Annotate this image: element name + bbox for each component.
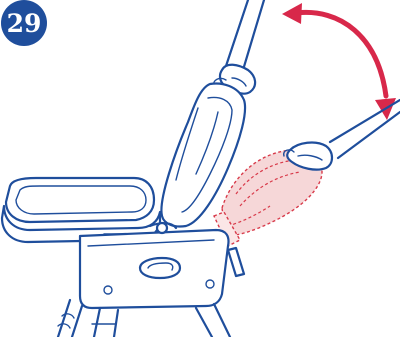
recline-arrow-icon: [282, 3, 396, 120]
upper-hand-icon: [210, 0, 264, 96]
lower-hand-icon: [284, 100, 400, 170]
seat-base: [80, 223, 229, 308]
tray: [2, 178, 160, 242]
